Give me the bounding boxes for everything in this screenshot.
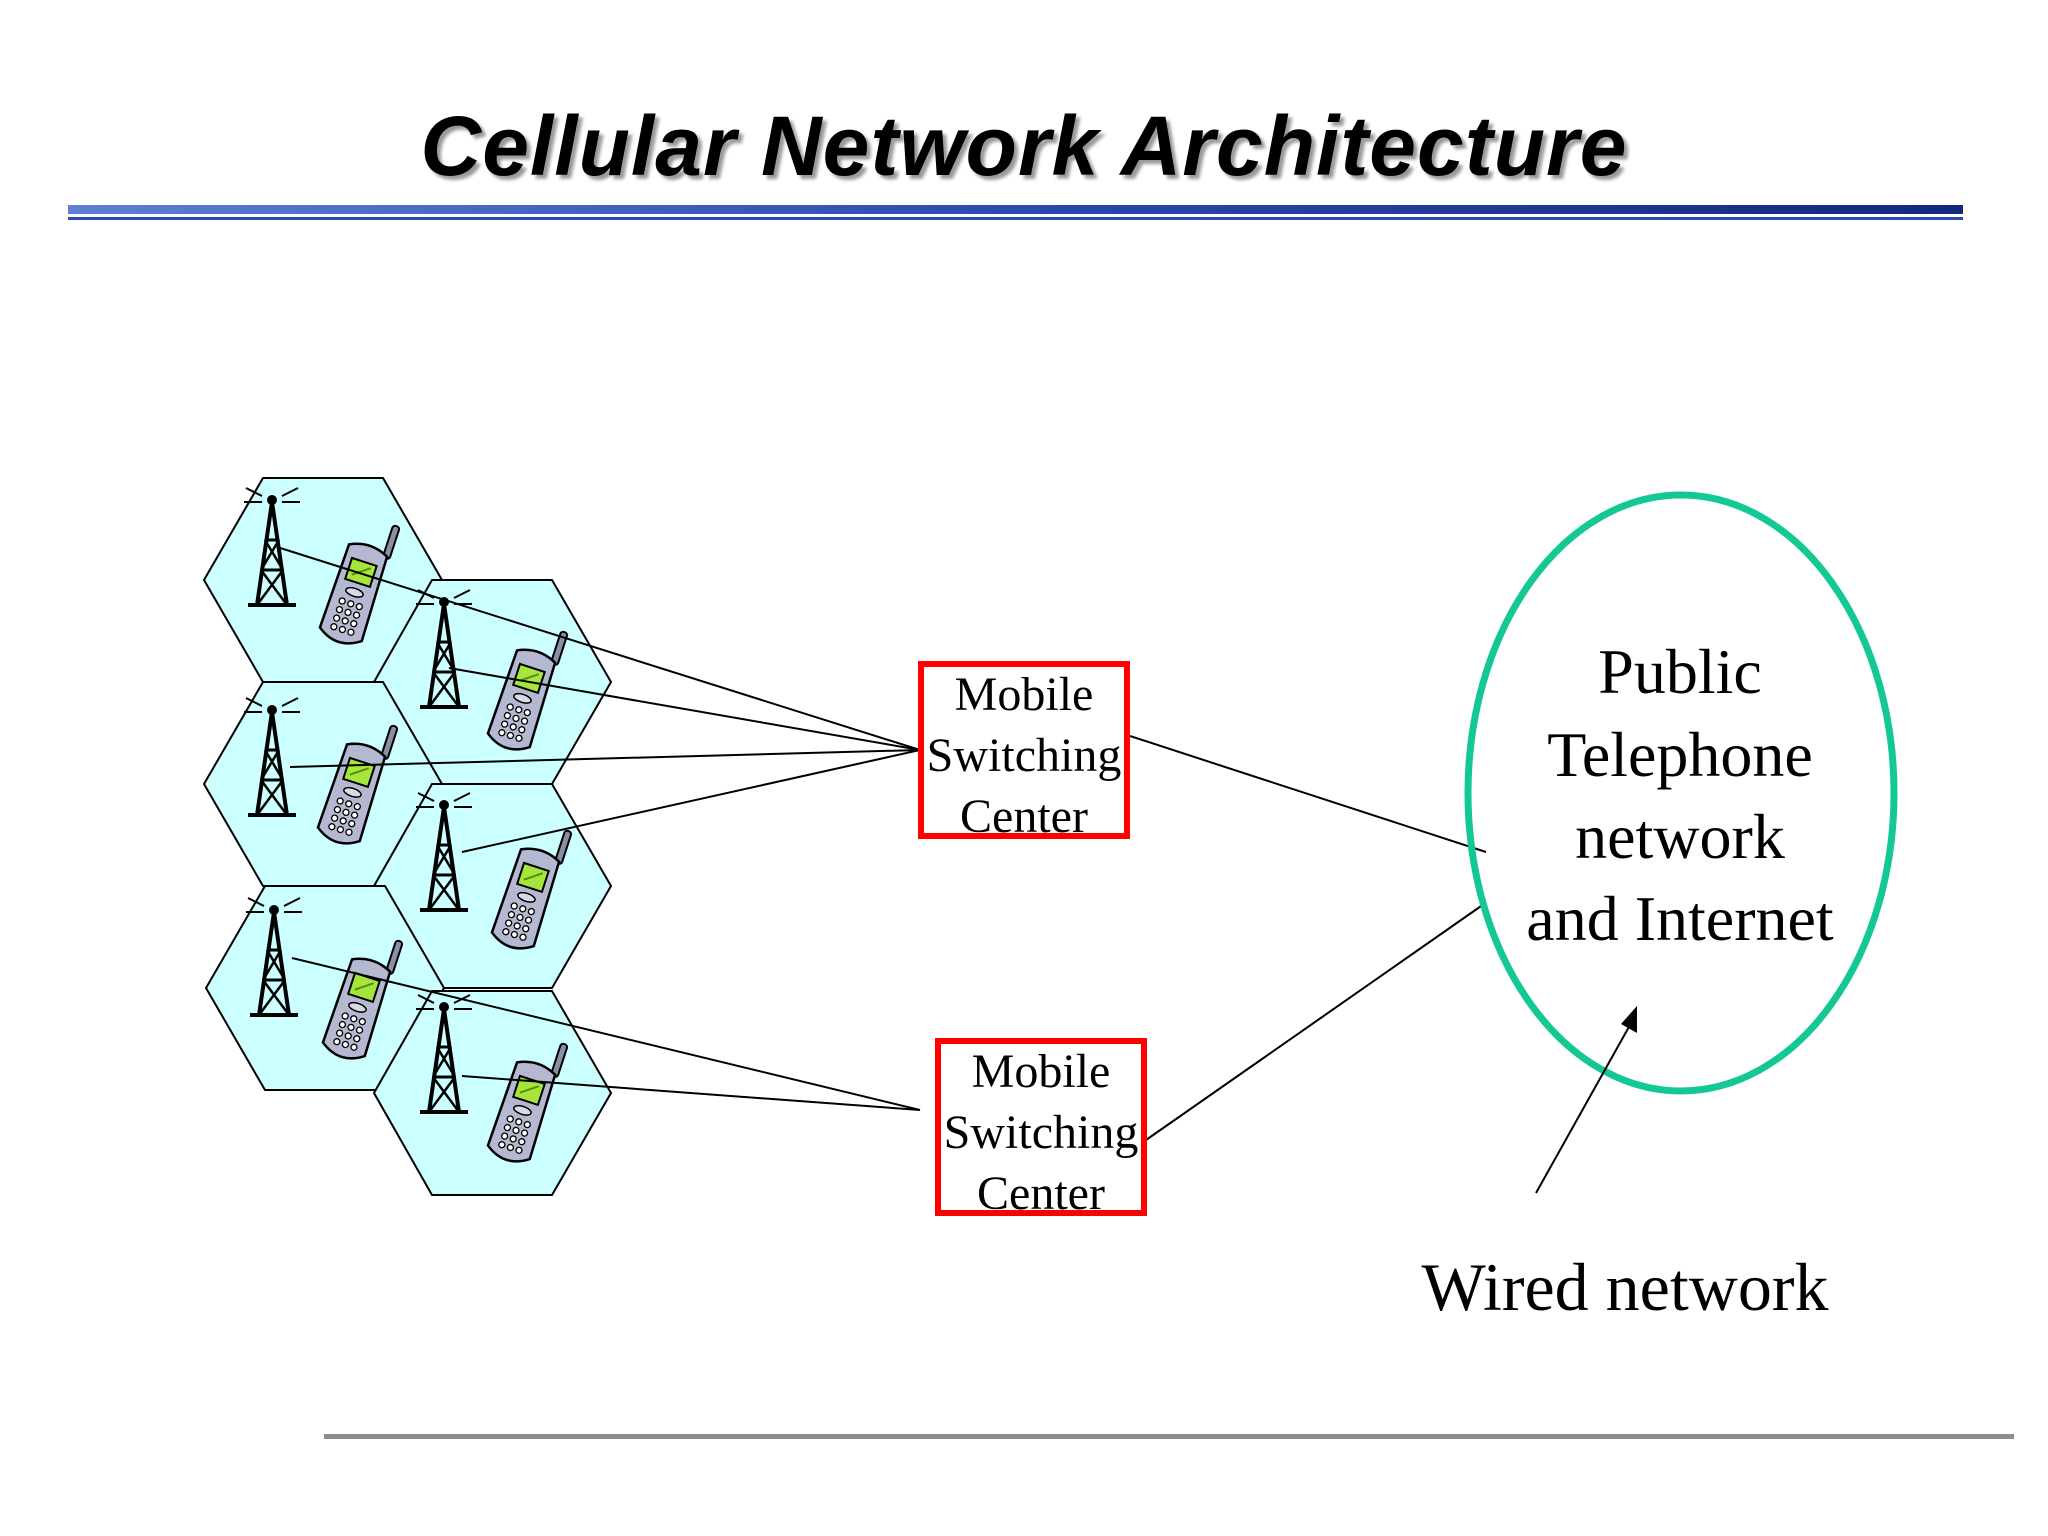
link-line [291, 957, 921, 1111]
title-rule [68, 205, 1963, 214]
link-line [289, 749, 921, 768]
msc-bottom-line-1: Mobile [972, 1045, 1111, 1098]
backbone-line [1129, 735, 1487, 853]
backbone-links [1129, 735, 1487, 1141]
wired-network-caption: Wired network [1421, 1249, 1828, 1325]
arrowhead-icon [1621, 1006, 1637, 1033]
public-network-ellipse [1464, 491, 1898, 1095]
backbone-line [1145, 903, 1485, 1141]
public-network-line-2: Telephone [1547, 719, 1813, 790]
title-rule-thin [68, 217, 1963, 220]
msc-top-line-1: Mobile [955, 668, 1094, 721]
msc-top: Mobile Switching Center [918, 661, 1130, 843]
public-network: Public Telephone network and Internet [1464, 491, 1898, 1095]
msc-top-box [918, 661, 1130, 839]
public-network-line-1: Public [1598, 636, 1762, 707]
slide-title: Cellular Network Architecture [420, 99, 1628, 193]
link-line [461, 749, 921, 853]
link-line [276, 546, 921, 751]
radio-links [276, 546, 921, 1111]
msc-bottom-box [935, 1038, 1147, 1216]
link-line [461, 1075, 921, 1111]
msc-bottom: Mobile Switching Center [935, 1038, 1147, 1220]
msc-bottom-line-3: Center [977, 1167, 1105, 1220]
public-network-line-3: network [1575, 801, 1785, 872]
caption-arrow [1535, 1006, 1637, 1194]
link-line [448, 667, 921, 751]
footer-rule [324, 1434, 2014, 1439]
public-network-line-4: and Internet [1526, 883, 1834, 954]
msc-bottom-line-2: Switching [944, 1106, 1139, 1159]
cell-grid [202, 477, 613, 1196]
msc-top-line-3: Center [960, 790, 1088, 843]
cell-5 [204, 885, 446, 1091]
msc-top-line-2: Switching [927, 729, 1122, 782]
